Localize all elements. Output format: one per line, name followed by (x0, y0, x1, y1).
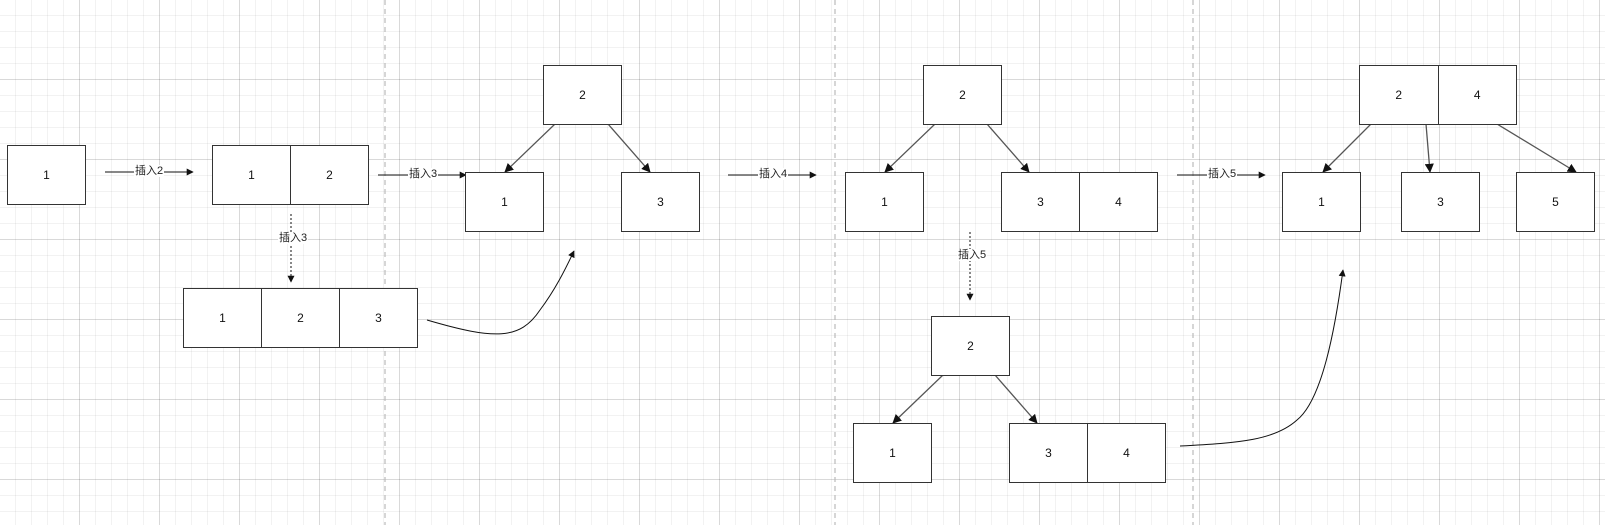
node-key: 1 (43, 168, 50, 182)
insert2-label: 插入2 (134, 165, 165, 177)
node-key: 2 (1395, 88, 1403, 102)
tree-edge (1496, 123, 1577, 173)
node-key: 1 (889, 446, 896, 460)
split-curve-arrow-1 (426, 250, 575, 335)
node-key: 2 (959, 88, 966, 102)
node-key: 2 (967, 339, 974, 353)
step4-overflow-root-node[interactable]: 2 (931, 316, 1010, 376)
step3-root-node[interactable]: 2 (543, 65, 622, 125)
node-key: 2 (261, 289, 339, 347)
step4-left-node[interactable]: 1 (845, 172, 924, 232)
node-key: 4 (1087, 424, 1165, 482)
tree-edge (1322, 123, 1372, 173)
step4-overflow-right-node[interactable]: 3 4 (1009, 423, 1166, 483)
node-key: 3 (1437, 195, 1444, 209)
step5-root-node[interactable]: 2 4 (1359, 65, 1517, 125)
node-key: 3 (1045, 446, 1052, 460)
tree-edge (994, 374, 1038, 424)
step3-right-node[interactable]: 3 (621, 172, 700, 232)
split-curve-arrow-2 (1179, 269, 1346, 447)
step4-right-node[interactable]: 3 4 (1001, 172, 1158, 232)
tree-edge (986, 123, 1030, 173)
node-key: 1 (248, 168, 255, 182)
tree-edge (1424, 123, 1434, 173)
tree-edge (607, 123, 651, 173)
node-key: 3 (657, 195, 664, 209)
step5-left-node[interactable]: 1 (1282, 172, 1361, 232)
tree-edge (892, 374, 944, 424)
node-key: 2 (579, 88, 586, 102)
tree-edge (504, 123, 556, 173)
node-key: 3 (339, 289, 417, 347)
node-key: 4 (1437, 66, 1517, 124)
node-key: 4 (1079, 173, 1157, 231)
node-key: 3 (1037, 195, 1044, 209)
insert3-label: 插入3 (408, 168, 439, 180)
step3-left-node[interactable]: 1 (465, 172, 544, 232)
overflow-insert5-label: 插入5 (957, 249, 988, 261)
tree-edge (884, 123, 936, 173)
insert5-label: 插入5 (1207, 168, 1238, 180)
node-key: 1 (1318, 195, 1325, 209)
node-key: 1 (881, 195, 888, 209)
step5-right-node[interactable]: 5 (1516, 172, 1595, 232)
insert4-label: 插入4 (758, 168, 789, 180)
step2-node[interactable]: 1 2 (212, 145, 369, 205)
node-key: 1 (501, 195, 508, 209)
node-key: 5 (1552, 195, 1559, 209)
node-key: 1 (219, 311, 226, 325)
step4-root-node[interactable]: 2 (923, 65, 1002, 125)
step5-middle-node[interactable]: 3 (1401, 172, 1480, 232)
step1-root-node[interactable]: 1 (7, 145, 86, 205)
step2-overflow-node[interactable]: 1 2 3 (183, 288, 418, 348)
overflow-insert3-label: 插入3 (278, 232, 309, 244)
node-key: 2 (290, 146, 368, 204)
step4-overflow-left-node[interactable]: 1 (853, 423, 932, 483)
